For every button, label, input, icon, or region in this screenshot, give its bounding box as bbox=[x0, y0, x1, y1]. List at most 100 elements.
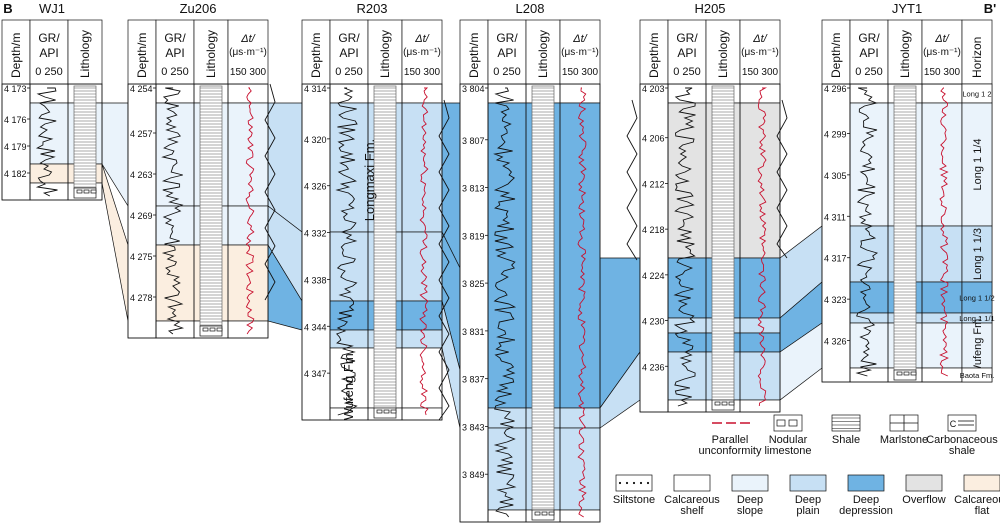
horizon-zone-1 bbox=[961, 102, 993, 227]
well-JYT1-header-depth-text: Depth/m bbox=[829, 33, 843, 78]
well-H205-dt-curve bbox=[757, 87, 768, 407]
well-H205-header-depth-text: Depth/m bbox=[647, 33, 661, 78]
well-L208-header-dt-scale: 150 300 bbox=[562, 67, 599, 78]
well-Zu206-header-dt-text: Δt/ bbox=[240, 33, 255, 45]
well-WJ1-depth-tick: 4 182 bbox=[4, 169, 27, 179]
well-R203-label-wufeng: Wufeng Fm. bbox=[341, 350, 356, 421]
well-JYT1-depth-tick: 4 296 bbox=[824, 84, 847, 94]
well-R203-header-gr-scale: 0 250 bbox=[335, 66, 363, 78]
well-H205-header-depth bbox=[639, 19, 669, 85]
well-L208-depth-tick: 3 804 bbox=[462, 84, 485, 94]
well-L208-dt-curve bbox=[577, 87, 587, 518]
well-JYT1-depth-tick: 4 326 bbox=[824, 337, 847, 347]
well-R203-header-depth bbox=[301, 19, 331, 85]
well-R203-nodule bbox=[390, 409, 397, 414]
well-WJ1-lith-bg bbox=[73, 85, 97, 189]
well-WJ1-header-gr-text: GR/ bbox=[38, 31, 60, 45]
legend-calcareous_shelf-label-0: Calcareous bbox=[664, 494, 720, 506]
well-JYT1-depth-tick: 4 305 bbox=[824, 171, 847, 181]
legend-carbonaceous-label-0: Carbonaceous bbox=[926, 434, 998, 446]
well-WJ1-depth-tick: 4 173 bbox=[4, 84, 27, 94]
well-WJ1-header-depth bbox=[1, 19, 31, 85]
well-R203-col-outline-3 bbox=[401, 83, 443, 421]
well-R203-header-depth-text: Depth/m bbox=[309, 33, 323, 78]
horizon-label-4: Long 1 1/1 bbox=[959, 314, 994, 323]
well-L208-nodule bbox=[548, 511, 555, 516]
well-JYT1-depth-col bbox=[821, 83, 851, 383]
well-WJ1-header-depth-text: Depth/m bbox=[9, 33, 23, 78]
well-Zu206-header-dt bbox=[227, 19, 269, 85]
well-Zu206-dt-curve bbox=[245, 87, 255, 335]
well-R203-header-dt-unit: (μs·m⁻¹) bbox=[403, 47, 441, 58]
well-JYT1-lith-bg bbox=[893, 85, 917, 371]
well-L208-gr-curve bbox=[493, 87, 517, 518]
horizon-zone-5 bbox=[961, 322, 993, 369]
well-R203-depth-tick: 4 320 bbox=[304, 135, 327, 145]
well-JYT1-header-dt-text: Δt/ bbox=[934, 33, 949, 45]
well-WJ1-header-lithology-text: Lithology bbox=[78, 30, 92, 78]
well-H205-nodule bbox=[721, 401, 728, 406]
well-L208-nodule bbox=[534, 511, 541, 516]
horizon-label-0: Long 1 2 bbox=[962, 90, 991, 99]
well-JYT1-header-gr-scale: 0 250 bbox=[855, 66, 883, 78]
well-R203-header-lithology-text: Lithology bbox=[378, 30, 392, 78]
well-WJ1-name: WJ1 bbox=[39, 1, 65, 16]
well-Zu206-header-depth-text: Depth/m bbox=[135, 33, 149, 78]
legend-carbonaceous-swatch bbox=[947, 414, 977, 432]
well-Zu206-header-dt-unit: (μs·m⁻¹) bbox=[229, 47, 267, 58]
well-L208-depth-tick: 3 807 bbox=[462, 136, 485, 146]
well-R203-name: R203 bbox=[356, 1, 387, 16]
section-end-label: B' bbox=[984, 1, 996, 16]
well-H205-header-dt-unit: (μs·m⁻¹) bbox=[741, 47, 779, 58]
well-JYT1-gr-curve bbox=[855, 87, 879, 377]
well-R203-gr-curve bbox=[335, 87, 358, 416]
legend-siltstone-label-0: Siltstone bbox=[613, 494, 655, 506]
well-JYT1-header-lithology bbox=[887, 19, 923, 85]
well-JYT1-nodule bbox=[903, 371, 910, 376]
well-H205-header-gr-scale: 0 250 bbox=[673, 66, 701, 78]
well-Zu206-header-lithology bbox=[193, 19, 229, 85]
well-R203-depth-tick: 4 332 bbox=[304, 229, 327, 239]
well-L208-header-gr-text: GR/ bbox=[496, 31, 518, 45]
well-L208-depth-tick: 3 831 bbox=[462, 327, 485, 337]
well-L208-header-lithology-text: Lithology bbox=[536, 30, 550, 78]
well-JYT1-header-dt-unit: (μs·m⁻¹) bbox=[923, 47, 961, 58]
well-WJ1-header-lithology bbox=[67, 19, 103, 85]
well-H205-header-dt-scale: 150 300 bbox=[742, 67, 779, 78]
well-H205-gr-curve bbox=[673, 87, 696, 407]
well-Zu206-header-gr-scale: 0 250 bbox=[161, 66, 189, 78]
legend-siltstone-dot bbox=[639, 481, 643, 485]
well-H205-depth-tick: 4 218 bbox=[642, 225, 665, 235]
well-H205-depth-tick: 4 224 bbox=[642, 271, 665, 281]
well-JYT1-nodule bbox=[896, 371, 903, 376]
legend-overflow-label-0: Overflow bbox=[902, 494, 945, 506]
horizon-label-3: Long 1 1/2 bbox=[959, 294, 994, 303]
well-H205-header-gr bbox=[667, 19, 707, 85]
well-R203-dt-curve bbox=[419, 87, 429, 416]
legend-carbonaceous-c: C bbox=[950, 419, 957, 429]
horizon-label-5: Wufeng Fm. bbox=[972, 316, 984, 376]
legend-nodular-swatch bbox=[773, 414, 803, 432]
section-start-label: B bbox=[3, 1, 12, 16]
well-JYT1-header-horizon bbox=[961, 19, 993, 85]
legend-siltstone-dot bbox=[632, 481, 636, 485]
legend-deep_slope-label-0: Deep bbox=[737, 494, 763, 506]
legend-unconformity-label-0: Parallel bbox=[712, 434, 749, 446]
well-L208-name: L208 bbox=[516, 1, 545, 16]
pinchout-edge-0 bbox=[264, 83, 276, 301]
well-Zu206-depth-tick: 4 254 bbox=[130, 84, 153, 94]
well-JYT1-name: JYT1 bbox=[892, 1, 922, 16]
well-Zu206-header-gr bbox=[155, 19, 195, 85]
horizon-zone-2 bbox=[961, 225, 993, 283]
legend-nodular-nodule bbox=[788, 419, 798, 427]
well-Zu206-nodule bbox=[202, 327, 209, 332]
well-L208-header-dt-unit: (μs·m⁻¹) bbox=[561, 47, 599, 58]
well-Zu206-nodule bbox=[209, 327, 216, 332]
well-JYT1-depth-tick: 4 323 bbox=[824, 295, 847, 305]
legend-deep_depression-swatch bbox=[847, 474, 885, 492]
well-JYT1-depth-tick: 4 317 bbox=[824, 254, 847, 264]
legend-calcareous_flat-label-1: flat bbox=[975, 505, 990, 517]
legend-siltstone-dot bbox=[646, 481, 650, 485]
